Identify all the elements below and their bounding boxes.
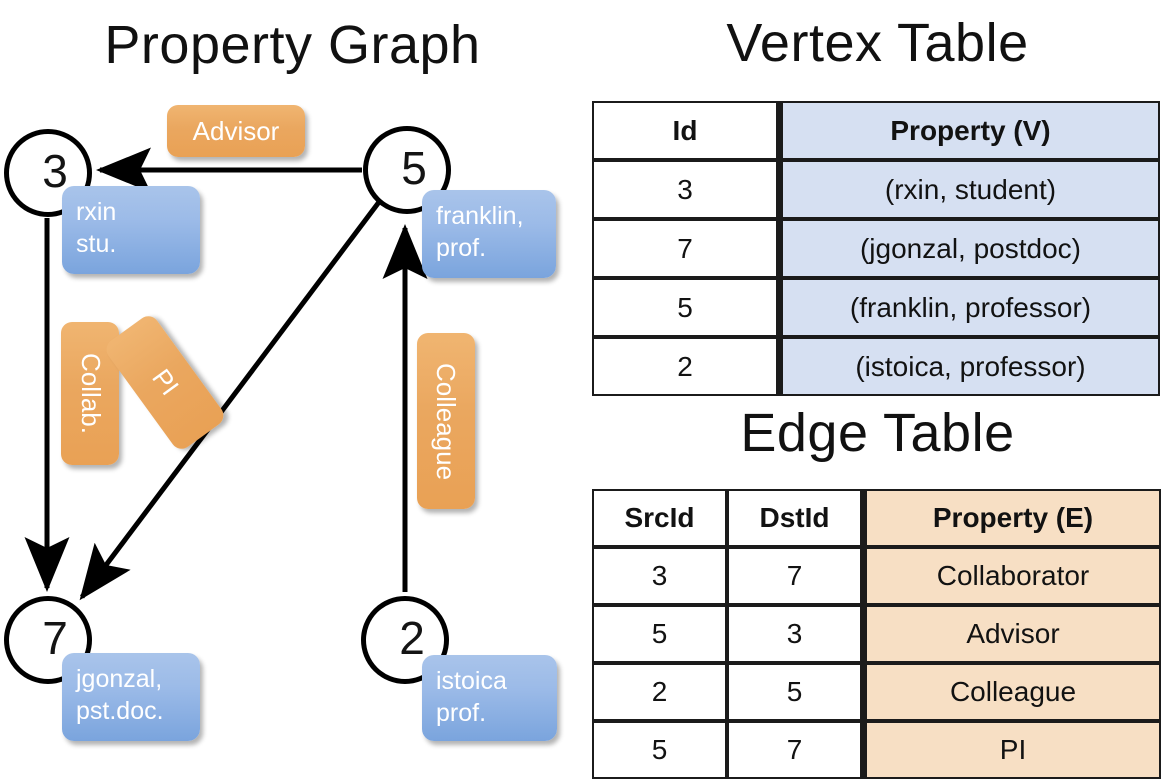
vertex-property-line-1: jgonzal,	[76, 665, 163, 693]
edge-label-collab-text: Collab.	[75, 353, 106, 434]
edge-pi-5-to-7	[79, 200, 381, 601]
edge-table-row[interactable]: 3 7 Collaborator	[592, 547, 1161, 605]
edge-table-cell-dstid: 3	[727, 605, 862, 663]
edge-table-cell-property: PI	[862, 721, 1161, 779]
edge-table-cell-srcid: 3	[592, 547, 727, 605]
vertex-table-cell-property: (rxin, student)	[778, 160, 1160, 219]
vertex-property-line-2: prof.	[436, 699, 487, 727]
graph-vertex-7-label: 7	[42, 612, 68, 664]
vertex-table-cell-property: (istoica, professor)	[778, 337, 1160, 396]
vertex-property-line-2: pst.doc.	[76, 697, 164, 725]
vertex-property-line-1: franklin,	[436, 202, 524, 230]
graph-vertex-3-label: 3	[42, 145, 68, 197]
edge-table-cell-dstid: 7	[727, 721, 862, 779]
edge-table-header-dstid: DstId	[727, 489, 862, 547]
graph-vertex-2[interactable]: 2	[361, 596, 449, 684]
edge-table-row[interactable]: 5 3 Advisor	[592, 605, 1161, 663]
edge-table-cell-srcid: 5	[592, 605, 727, 663]
edge-table-row[interactable]: 5 7 PI	[592, 721, 1161, 779]
vertex-table-header-row: Id Property (V)	[592, 101, 1160, 160]
vertex-table-row[interactable]: 3 (rxin, student)	[592, 160, 1160, 219]
edge-label-advisor: Advisor	[167, 105, 305, 157]
edge-table: SrcId DstId Property (E) 3 7 Collaborato…	[592, 489, 1161, 779]
edge-table-header-row: SrcId DstId Property (E)	[592, 489, 1161, 547]
vertex-table-cell-id: 3	[592, 160, 778, 219]
edge-table-header-property: Property (E)	[862, 489, 1161, 547]
edge-label-colleague-text: Colleague	[431, 362, 462, 480]
vertex-table-row[interactable]: 2 (istoica, professor)	[592, 337, 1160, 396]
vertex-table-header-property: Property (V)	[778, 101, 1160, 160]
vertex-table-cell-property: (franklin, professor)	[778, 278, 1160, 337]
page-title-vertex-table: Vertex Table	[726, 13, 1029, 73]
vertex-table-cell-id: 5	[592, 278, 778, 337]
vertex-property-callout-franklin: franklin, prof.	[422, 190, 556, 278]
vertex-table: Id Property (V) 3 (rxin, student) 7 (jgo…	[592, 101, 1160, 396]
vertex-table-cell-id: 7	[592, 219, 778, 278]
vertex-table-cell-id: 2	[592, 337, 778, 396]
edge-table-row[interactable]: 2 5 Colleague	[592, 663, 1161, 721]
edge-table-cell-dstid: 7	[727, 547, 862, 605]
vertex-table-cell-property: (jgonzal, postdoc)	[778, 219, 1160, 278]
page-title-edge-table: Edge Table	[740, 403, 1015, 463]
edge-table-cell-property: Collaborator	[862, 547, 1161, 605]
property-graph-canvas: 3 5 7 2 rxin stu. franklin, prof. jgonza…	[0, 0, 585, 760]
vertex-property-line-1: rxin	[76, 198, 117, 226]
vertex-property-line-2: prof.	[436, 234, 487, 262]
edge-table-cell-srcid: 5	[592, 721, 727, 779]
graph-vertex-2-label: 2	[399, 612, 425, 664]
vertex-table-row[interactable]: 5 (franklin, professor)	[592, 278, 1160, 337]
vertex-property-callout-rxin: rxin stu.	[62, 186, 200, 274]
vertex-property-line-1: istoica	[436, 667, 507, 695]
edge-label-colleague: Colleague	[417, 333, 475, 509]
edge-label-advisor-text: Advisor	[192, 115, 280, 146]
vertex-table-row[interactable]: 7 (jgonzal, postdoc)	[592, 219, 1160, 278]
graph-edges-layer	[24, 147, 428, 601]
edge-table-cell-dstid: 5	[727, 663, 862, 721]
edge-table-cell-property: Advisor	[862, 605, 1161, 663]
edge-table-header-srcid: SrcId	[592, 489, 727, 547]
vertex-property-callout-istoica: istoica prof.	[422, 655, 557, 741]
vertex-property-line-2: stu.	[76, 230, 117, 258]
edge-label-pi-text: PI	[146, 363, 185, 401]
page-title-property-graph: Property Graph	[104, 15, 481, 75]
edge-table-cell-property: Colleague	[862, 663, 1161, 721]
vertex-table-header-id: Id	[592, 101, 778, 160]
graph-vertex-5-label: 5	[401, 142, 427, 194]
vertex-property-callout-jgonzal: jgonzal, pst.doc.	[62, 653, 200, 741]
edge-table-cell-srcid: 2	[592, 663, 727, 721]
graph-vertex-5[interactable]: 5	[363, 126, 451, 214]
